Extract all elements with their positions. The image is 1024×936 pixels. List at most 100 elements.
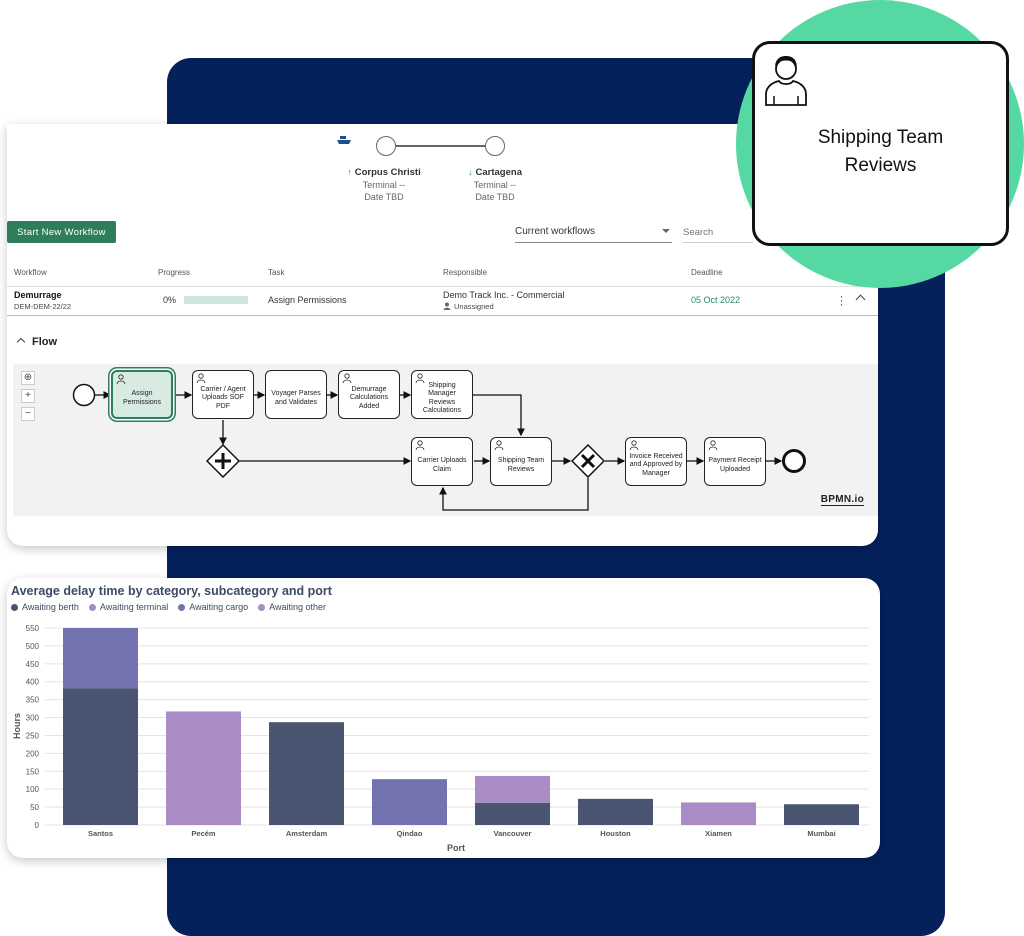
table-divider: [7, 286, 878, 287]
arrow-down-icon: ↓: [468, 167, 473, 177]
legend-label: Awaiting terminal: [99, 602, 169, 612]
task-label: Voyager Parses and Validates: [271, 390, 321, 406]
x-tick-label: Santos: [88, 829, 113, 838]
zoom-in-button[interactable]: +: [21, 389, 35, 403]
deadline-date: 05 Oct 2022: [691, 295, 741, 305]
user-task-icon: [196, 373, 206, 383]
y-tick-label: 250: [26, 731, 40, 740]
legend-item[interactable]: Awaiting terminal: [88, 602, 169, 612]
origin-port-name: Corpus Christi: [354, 167, 421, 178]
legend-swatch: [11, 603, 18, 611]
task-label: Carrier Uploads Claim: [417, 457, 467, 473]
user-task-icon: [415, 373, 425, 383]
start-event-icon[interactable]: [72, 383, 96, 407]
origin-port-marker[interactable]: [376, 136, 396, 156]
y-tick-label: 450: [26, 660, 40, 669]
legend-swatch: [178, 603, 186, 611]
destination-date: Date TBD: [475, 192, 515, 202]
y-tick-label: 550: [26, 624, 40, 633]
column-header-progress: Progress: [158, 268, 191, 277]
legend-item[interactable]: Awaiting cargo: [178, 602, 248, 612]
y-tick-label: 150: [26, 767, 40, 776]
more-options-icon[interactable]: ···: [839, 289, 844, 311]
task-assign-permissions[interactable]: Assign Permissions: [111, 370, 173, 419]
legend-item[interactable]: Awaiting berth: [11, 602, 79, 612]
flow-section-toggle[interactable]: Flow: [16, 336, 58, 348]
zoom-fit-button[interactable]: ⊕: [21, 371, 35, 385]
end-event-icon[interactable]: [782, 449, 806, 473]
y-tick-label: 500: [26, 642, 40, 651]
zoom-out-button[interactable]: −: [21, 407, 35, 421]
column-header-responsible: Responsible: [443, 268, 488, 277]
assignee-name: Unassigned: [454, 302, 494, 311]
x-tick-label: Mumbai: [807, 829, 835, 838]
responsible-company: Demo Track Inc. - Commercial: [443, 290, 565, 300]
task-demurrage-calculations[interactable]: Demurrage Calculations Added: [338, 370, 400, 419]
workflow-title: Demurrage: [14, 290, 62, 300]
task-payment-receipt[interactable]: Payment Receipt Uploaded: [704, 437, 766, 486]
task-label: Demurrage Calculations Added: [349, 385, 389, 410]
row-divider: [7, 315, 878, 316]
callout-label: Shipping Team Reviews: [817, 127, 944, 176]
task-shipping-team-reviews[interactable]: Shipping Team Reviews: [490, 437, 552, 486]
x-tick-label: Houston: [600, 829, 631, 838]
user-task-icon: [708, 440, 718, 450]
delay-chart-panel: Average delay time by category, subcateg…: [7, 578, 880, 858]
exclusive-gateway-icon[interactable]: [571, 444, 605, 478]
destination-port: ↓Cartagena Terminal -- Date TBD: [425, 166, 565, 203]
current-task: Assign Permissions: [268, 295, 347, 305]
x-tick-label: Pecém: [191, 829, 216, 838]
task-voyager-parses[interactable]: Voyager Parses and Validates: [265, 370, 327, 419]
user-task-icon: [494, 440, 504, 450]
origin-terminal: Terminal --: [362, 180, 406, 190]
task-invoice-approved[interactable]: Invoice Received and Approved by Manager: [625, 437, 687, 486]
parallel-gateway-icon[interactable]: [206, 444, 240, 478]
bar-segment: [269, 722, 344, 825]
shipping-team-reviews-callout: Shipping Team Reviews: [752, 41, 1009, 246]
destination-port-marker[interactable]: [485, 136, 505, 156]
task-label: Carrier / Agent Uploads SOF PDF: [200, 385, 246, 410]
destination-port-name: Cartagena: [475, 167, 522, 178]
task-label: Shipping Team Reviews: [497, 457, 545, 473]
user-task-icon: [116, 374, 126, 384]
destination-terminal: Terminal --: [473, 180, 517, 190]
bar-segment: [63, 628, 138, 689]
task-carrier-uploads-claim[interactable]: Carrier Uploads Claim: [411, 437, 473, 486]
ship-icon: [337, 136, 351, 144]
y-tick-label: 400: [26, 678, 40, 687]
search-input[interactable]: [683, 223, 753, 243]
legend-label: Awaiting other: [269, 602, 326, 612]
x-tick-label: Qindao: [397, 829, 423, 838]
legend-item[interactable]: Awaiting other: [258, 602, 326, 612]
x-axis-label: Port: [447, 843, 465, 853]
column-header-workflow: Workflow: [14, 268, 47, 277]
user-task-icon: [342, 373, 352, 383]
workflow-row-name[interactable]: Demurrage DEM-DEM-22/22: [14, 290, 71, 311]
task-carrier-uploads-sof[interactable]: Carrier / Agent Uploads SOF PDF: [192, 370, 254, 419]
collapse-row-chevron-icon[interactable]: [855, 294, 866, 305]
bar-segment: [475, 775, 550, 803]
task-manager-reviews[interactable]: Shipping Manager Reviews Calculations: [411, 370, 473, 419]
start-new-workflow-button[interactable]: Start New Workflow: [7, 221, 116, 243]
bar-segment: [475, 802, 550, 825]
y-tick-label: 200: [26, 749, 40, 758]
legend-label: Awaiting cargo: [189, 602, 249, 612]
bpmn-io-logo[interactable]: BPMN.io: [820, 494, 864, 506]
chart-title: Average delay time by category, subcateg…: [11, 584, 332, 598]
bpmn-connectors: [95, 391, 783, 511]
task-label: Assign Permissions: [122, 390, 162, 406]
workflow-filter-select[interactable]: Current workflows: [515, 223, 672, 243]
user-icon: [443, 302, 451, 310]
person-icon: [765, 56, 807, 106]
bpmn-diagram-canvas[interactable]: ⊕ + −: [13, 364, 878, 516]
column-header-deadline: Deadline: [691, 268, 723, 277]
y-tick-label: 0: [35, 821, 40, 830]
x-tick-label: Vancouver: [494, 829, 532, 838]
workflow-filter-value: Current workflows: [515, 226, 596, 237]
workflow-id: DEM-DEM-22/22: [14, 302, 72, 311]
progress-percent: 0%: [163, 295, 177, 305]
flow-title: Flow: [32, 336, 58, 348]
y-axis-label: Hours: [12, 713, 22, 739]
bar-segment: [166, 711, 241, 825]
